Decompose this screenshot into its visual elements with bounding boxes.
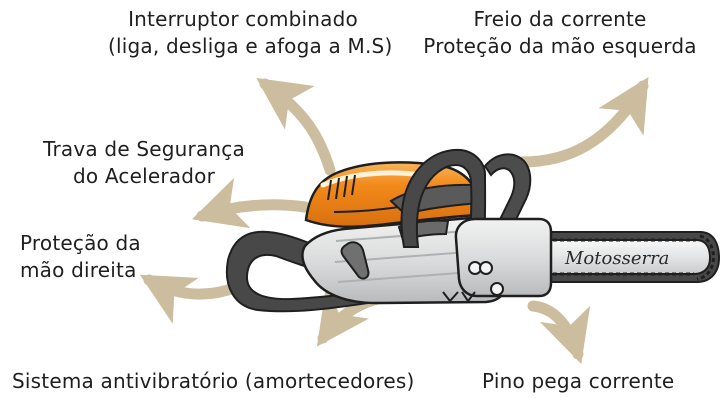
- bar-text: Motosserra: [564, 248, 669, 269]
- arrow-chain-brake: [516, 76, 649, 168]
- label-throttle-safety-lock: Trava de Segurança do Acelerador: [43, 137, 245, 188]
- arrow-throttle-lock: [191, 177, 311, 229]
- label-right-hand-protection: Proteção da mão direita: [20, 231, 141, 282]
- label-chain-catcher: Pino pega corrente: [482, 369, 675, 393]
- label-antivibration-system: Sistema antivibratório (amortecedores): [12, 369, 415, 393]
- chainsaw: Motosserra: [225, 148, 721, 313]
- throttle-trigger: [340, 241, 370, 280]
- arrow-chain-catcher: [527, 300, 591, 365]
- rear-handle: [225, 230, 372, 313]
- label-combined-switch: Interruptor combinado (liga, desliga e a…: [108, 7, 393, 58]
- label-chain-brake: Freio da corrente Proteção da mão esquer…: [423, 7, 697, 58]
- side-cover: [454, 217, 553, 298]
- arrow-right-hand: [139, 274, 243, 324]
- arrow-switch: [256, 78, 336, 176]
